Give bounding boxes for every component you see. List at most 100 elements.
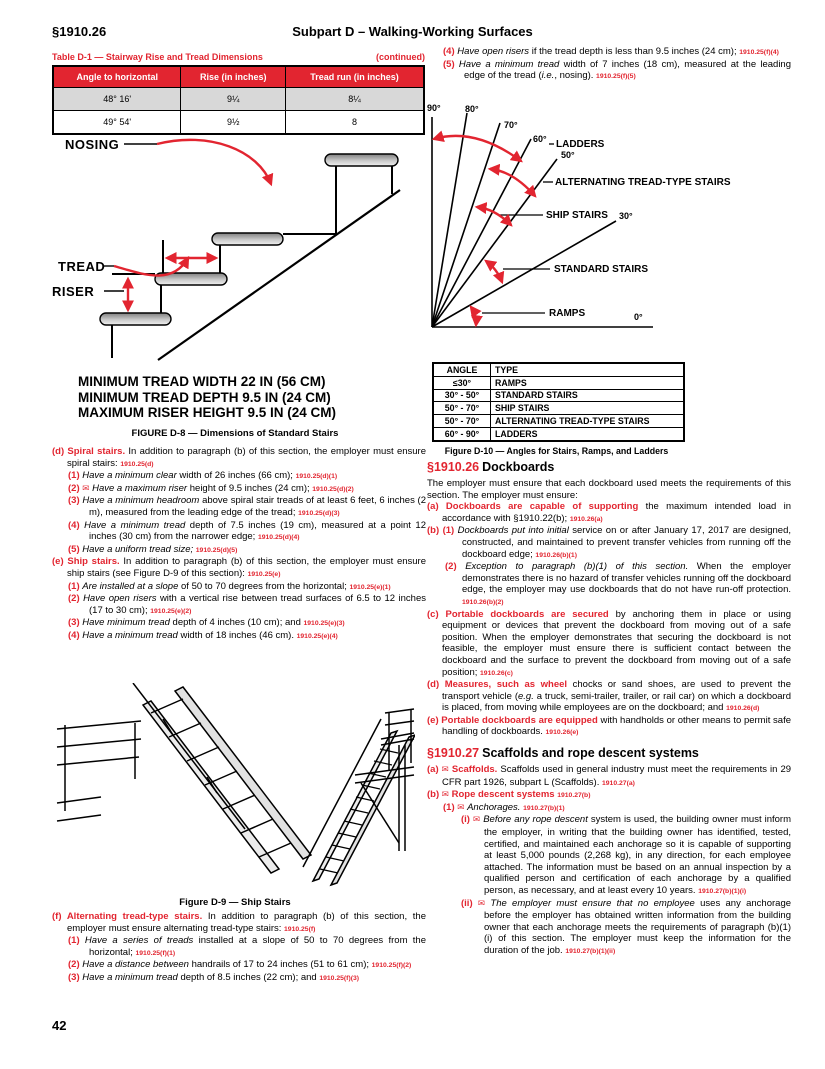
paragraph: (a) Dockboards are capable of supporting… [427, 501, 791, 525]
text-run: §1910.27 [427, 746, 480, 761]
text-run: 1910.25(e)(2) [150, 607, 192, 615]
ship-stairs-figure [56, 683, 415, 887]
text-run: 1910.25(f)(5) [596, 73, 636, 81]
text-run: (4) [68, 629, 83, 641]
riser-label: RISER [52, 284, 94, 299]
table-cell: 48° 16' [52, 87, 182, 111]
text-run: Have a uniform tread size; [82, 543, 194, 555]
paragraph: (4) Have a minimum tread depth of 7.5 in… [68, 520, 426, 544]
text-run: (5) [68, 543, 83, 555]
note-riser-height: MAXIMUM RISER HEIGHT 9.5 IN (24 CM) [78, 405, 337, 420]
paragraph: (i) ✉ Before any rope descent system is … [461, 814, 791, 897]
text-run: 1910.25(f) [284, 925, 316, 933]
text-run: 1910.25(f)(3) [319, 974, 360, 982]
left-stair [132, 683, 313, 874]
right-stair [302, 708, 415, 887]
table-row: 50° - 70°ALTERNATING TREAD-TYPE STAIRS [432, 414, 685, 428]
text-run: 1910.27(b)(1)(i) [698, 888, 747, 895]
table-cell: 30° - 50° [432, 388, 491, 403]
text-run: 1910.25(f)(2) [371, 962, 412, 970]
paragraph: (b) ✉ Rope descent systems 1910.27(b) [427, 789, 791, 802]
paragraph: (d) Measures, such as wheel chocks or sa… [427, 679, 791, 715]
column-header: Rise (in inches) [180, 65, 287, 88]
text-run: (d) Measures, such as wheel [427, 679, 568, 691]
text-run: Have a minimum tread [82, 971, 178, 983]
paragraph: (d) Spiral stairs. In addition to paragr… [52, 446, 426, 470]
text-run: (1) [443, 801, 458, 813]
paragraph: (e) Portable dockboards are equipped wit… [427, 715, 791, 739]
text-run: Have a minimum clear [82, 470, 177, 482]
text-run: When the employer demonstrates there is … [462, 561, 792, 596]
text-run: In addition to paragraph (b) of this sec… [67, 446, 426, 469]
text-run: 1910.26(b)(2) [462, 598, 504, 606]
figure-d8-caption: FIGURE D-8 — Dimensions of Standard Stai… [131, 428, 339, 439]
text-run: the maximum intended load in accordance … [442, 501, 791, 524]
angle-50-label: 50° [561, 150, 575, 160]
text-run: 1910.25(d)(4) [257, 534, 300, 542]
text-run: width of 18 inches (46 cm). [177, 629, 297, 641]
text-run: (b) (1) [427, 525, 458, 537]
text-run: Before any rope descent [483, 814, 588, 826]
header-title: Subpart D – Walking-Working Surfaces [292, 24, 533, 39]
ladders-ray-label: LADDERS [556, 139, 605, 150]
ray-leader-lines [482, 143, 554, 314]
text-run: height of 9.5 inches (24 cm); [187, 482, 313, 494]
text-run: 1910.25(d)(5) [195, 546, 238, 554]
angle-90-label: 90° [427, 103, 441, 113]
text-run: (1) [68, 470, 83, 482]
text-run: chocks or sand shoes, are used to preven… [442, 679, 791, 702]
text-run: e.g. [518, 690, 534, 702]
table-cell: SHIP STAIRS [490, 401, 685, 416]
text-run: 1910.26(b)(1) [535, 551, 577, 559]
text-run: 1910.25(d) [120, 460, 154, 468]
table-cell: ≤30° [432, 375, 491, 390]
angle-30-label: 30° [619, 211, 633, 221]
text-run: Scaffolds and rope descent systems [482, 746, 699, 761]
text-run: 1910.26(c) [480, 669, 513, 677]
text-run: (2) [68, 593, 84, 605]
text-run: Have a minimum tread [82, 629, 178, 641]
text-run: (4) [443, 46, 458, 57]
text-run: Scaffolds used in general industry must … [442, 764, 792, 788]
text-run: (a) Dockboards are capable of supporting [427, 501, 639, 513]
section-1910-25-f-text: (f) Alternating tread-type stairs. In ad… [52, 911, 426, 985]
table-row: 60° - 90°LADDERS [432, 426, 685, 442]
text-run: (e) Ship stairs. [52, 556, 120, 568]
figure-d10-caption: Figure D-10 — Angles for Stairs, Ramps, … [444, 446, 669, 456]
table-cell: 49° 54' [52, 110, 182, 135]
text-run: 1910.25(d)(1) [295, 473, 338, 481]
text-run: installed at a slope of 50 to 70 degrees… [89, 935, 426, 958]
text-run: handrails of 17 to 24 inches (51 to 61 c… [188, 959, 372, 971]
table-cell: ALTERNATING TREAD-TYPE STAIRS [490, 414, 685, 428]
text-run: above spiral stair treads of at least 6 … [89, 495, 427, 518]
paragraph: (b) (1) Dockboards put into initial serv… [427, 525, 791, 561]
paragraph: (a) ✉ Scaffolds. Scaffolds used in gener… [427, 764, 791, 789]
paragraph: (3) Have a minimum tread depth of 8.5 in… [68, 972, 426, 985]
paragraph: (2) ✉ Have a maximum riser height of 9.5… [68, 483, 426, 496]
stair-step-lines [111, 166, 393, 358]
text-run: (1) [68, 935, 85, 947]
text-run: Scaffolds. [451, 764, 498, 776]
text-run: 1910.26(e) [545, 729, 579, 737]
text-run: Have a series of treads [84, 935, 194, 947]
text-run: system is used, the building owner must … [484, 814, 792, 896]
paragraph: (5) Have a uniform tread size; 1910.25(d… [68, 544, 426, 557]
text-run: 1910.27(b)(1) [523, 804, 565, 812]
table-cell: RAMPS [490, 375, 685, 390]
angle-70-label: 70° [504, 120, 518, 130]
text-run: (4) [68, 519, 85, 531]
text-run: §1910.26 [427, 460, 480, 474]
text-run: with a vertical rise between tread surfa… [89, 593, 427, 616]
text-run: depth of 4 inches (10 cm); and [169, 617, 304, 629]
section-1910-25-f-continued-text: (4) Have open risers if the tread depth … [427, 46, 791, 83]
angle-chart-figure: 90° 80° 70° 60° 50° 30° 0° LADDERS ALTER… [427, 103, 731, 328]
annotation-envelope-icon: ✉ [477, 898, 491, 909]
